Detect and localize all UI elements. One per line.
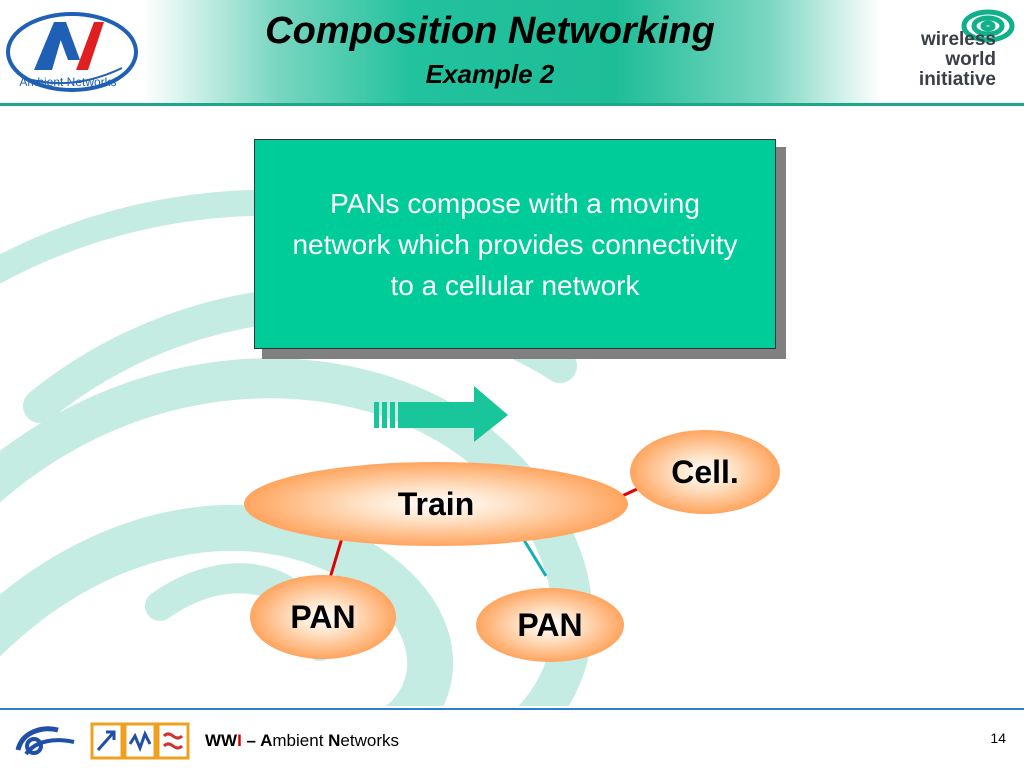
- footer-wwi: WW: [205, 731, 238, 750]
- description-text: PANs compose with a moving network which…: [292, 187, 738, 301]
- link-train-pan2: [522, 539, 548, 577]
- motion-arrow-icon: [374, 386, 508, 442]
- cell-node: Cell.: [630, 430, 780, 514]
- footer-dash: –: [241, 731, 261, 750]
- page-title: Composition Networking: [265, 10, 715, 52]
- ist-logo: [90, 722, 190, 760]
- footer-a: A: [260, 731, 273, 750]
- page-number: 14: [990, 730, 1006, 746]
- footer-etworks: etworks: [340, 731, 399, 750]
- pan-label: PAN: [517, 606, 583, 643]
- footer-divider: [0, 708, 1024, 710]
- train-node: Train: [244, 462, 628, 546]
- pan-node-left: PAN: [250, 575, 396, 659]
- wireless-world-initiative-logo: [961, 9, 1015, 43]
- pan-label: PAN: [290, 598, 356, 635]
- cell-label: Cell.: [671, 453, 739, 490]
- footer-n: N: [328, 731, 341, 750]
- link-train-pan1: [328, 537, 344, 579]
- wwi-logo-line: initiative: [918, 69, 996, 90]
- page-subtitle: Example 2: [425, 59, 555, 89]
- wwi-logo-text: wireless world initiative: [908, 30, 996, 90]
- wwi-logo-line: wireless: [921, 29, 996, 50]
- train-label: Train: [397, 485, 475, 522]
- svg-text:Ambient Networks: Ambient Networks: [19, 75, 116, 89]
- description-box: PANs compose with a moving network which…: [254, 139, 776, 349]
- footer-mbient: mbient: [272, 731, 329, 750]
- ambient-networks-logo: Ambient Networks: [6, 12, 138, 92]
- wwi-logo-line: world: [945, 49, 996, 70]
- header-divider: [0, 103, 1024, 106]
- pan-node-right: PAN: [476, 588, 624, 662]
- footer-text: WWI – Ambient Networks: [205, 731, 399, 751]
- header-banner: [0, 0, 1024, 104]
- footer-wwi-i: I: [237, 731, 242, 750]
- sixth-framework-logo: [15, 726, 75, 756]
